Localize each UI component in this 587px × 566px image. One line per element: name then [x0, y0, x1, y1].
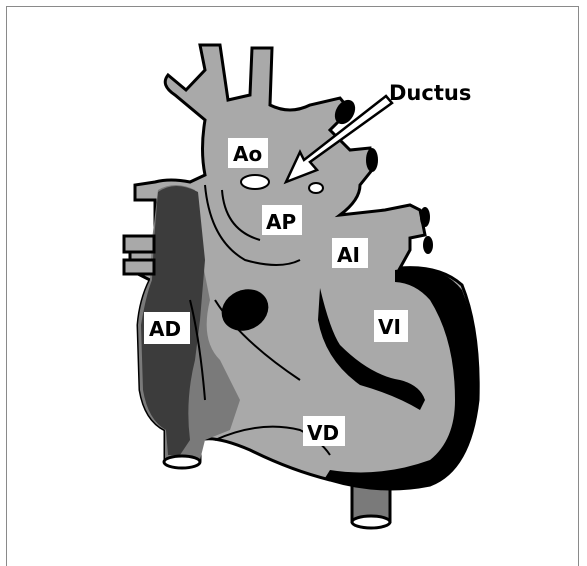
vein-stub-left-1: [124, 236, 154, 252]
vein-stub-left-2: [124, 260, 154, 274]
label-ai: AI: [337, 243, 360, 267]
vessel-end-2: [366, 148, 378, 172]
label-ao: Ao: [233, 142, 262, 166]
ductus-hole-2: [309, 183, 323, 193]
label-vd: VD: [307, 421, 339, 445]
ivc-opening: [164, 456, 200, 468]
label-ap: AP: [266, 210, 296, 234]
label-ductus: Ductus: [389, 81, 471, 105]
vessel-end-3: [420, 207, 430, 227]
vessel-end-4: [423, 236, 433, 254]
label-vi: VI: [378, 315, 401, 339]
label-ad: AD: [149, 317, 181, 341]
ductus-hole-1: [241, 175, 269, 189]
descending-aorta-opening: [352, 516, 390, 528]
